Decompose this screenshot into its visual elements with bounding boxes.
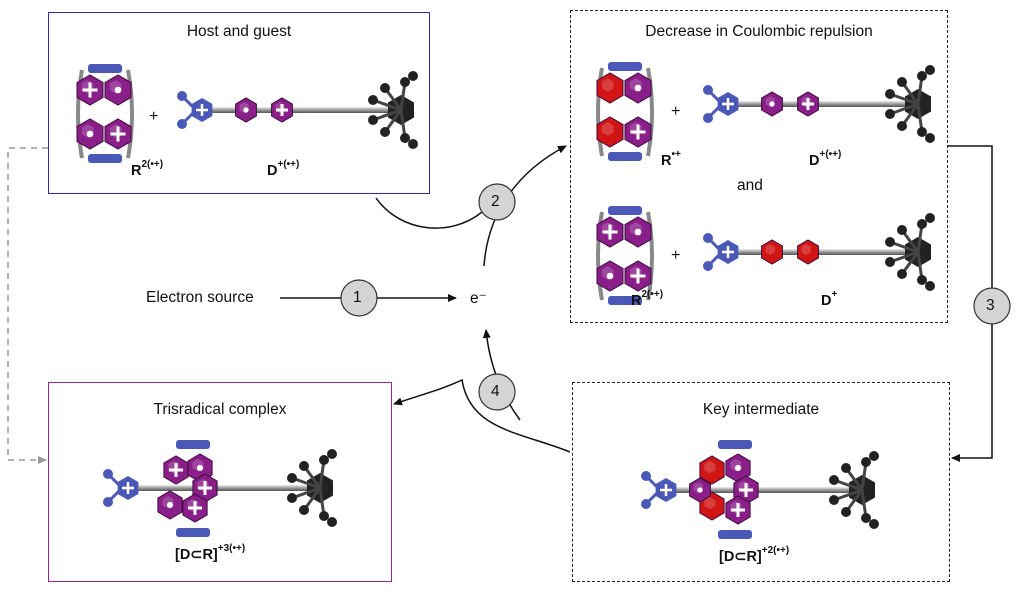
viologen-ring [624,260,652,292]
viologen-ring [596,72,624,104]
trisradical-title: Trisradical complex [153,401,287,418]
dashed-connector [7,147,48,464]
and-connector: and [737,177,763,194]
dumbbell [722,249,918,255]
step-circle-1 [340,279,378,317]
step-number-4: 4 [491,383,500,400]
coulombic-title: Decrease in Coulombic repulsion [645,23,873,40]
coulombic-panel: Decrease in Coulombic repulsion + R•+ D+… [570,10,948,323]
viologen-ring [157,490,183,520]
viologen-ring [104,118,132,150]
black-stopper [885,213,935,291]
blue-stopper [177,91,213,129]
black-stopper [287,449,337,527]
step-circle-2 [478,183,516,221]
plus-sign: + [149,108,159,125]
viologen-ring [235,97,257,123]
viologen-ring [596,116,624,148]
viologen-ring [797,91,819,117]
black-stopper [885,65,935,143]
key-intermediate-label: [D⊂R]+2(•+) [719,545,790,565]
black-stopper [829,451,879,529]
viologen-ring [76,74,104,106]
viologen-ring [624,216,652,248]
step-number-3: 3 [986,297,995,314]
cyclophane-ring [596,62,654,161]
viologen-ring [271,97,293,123]
trisradical-panel: Trisradical complex [D⊂R]+3(•+) [48,382,392,582]
blue-stopper [103,469,139,507]
electron-source-label: Electron source [146,289,254,306]
viologen-ring [624,72,652,104]
key-intermediate-title: Key intermediate [702,401,820,418]
viologen-ring [596,260,624,292]
cyclophane-ring [76,64,134,163]
viologen-ring [192,473,218,503]
step-number-2: 2 [491,193,500,210]
host-guest-title: Host and guest [186,23,292,40]
viologen-ring [182,493,208,523]
ring-label: R2(•+) [131,159,164,179]
viologen-ring [104,74,132,106]
top-dumbbell-label: D+(•+) [809,149,842,169]
viologen-ring [699,455,725,485]
arrow-step-4 [393,378,571,453]
dumbbell [196,107,401,113]
top-ring-label: R•+ [661,149,681,169]
black-stopper [368,71,418,149]
viologen-ring [76,118,104,150]
host-guest-panel: Host and guest + R2(•+) D+(•+) [48,12,430,194]
viologen-ring [761,91,783,117]
viologen-ring [725,495,751,525]
step-circle-3 [973,287,1011,325]
step-circle-4 [478,373,516,411]
blue-stopper [703,233,739,271]
cyclophane-ring [596,206,654,305]
viologen-ring [761,239,783,265]
blue-stopper [641,471,677,509]
trisradical-label: [D⊂R]+3(•+) [175,543,246,563]
bottom-ring-label: R2(•+) [631,289,664,309]
viologen-ring [689,477,711,503]
electron-label: e⁻ [470,290,487,307]
viologen-ring [797,239,819,265]
dumbbell [722,101,918,107]
plus-sign-top: + [671,103,681,120]
key-intermediate-panel: Key intermediate [D⊂R]+2(•+) [572,382,950,582]
dumbbell-label: D+(•+) [267,159,300,179]
blue-stopper [703,85,739,123]
plus-sign-bottom: + [671,247,681,264]
viologen-ring [624,116,652,148]
viologen-ring [596,216,624,248]
bottom-dumbbell-label: D+ [821,289,838,309]
step-number-1: 1 [353,289,362,306]
